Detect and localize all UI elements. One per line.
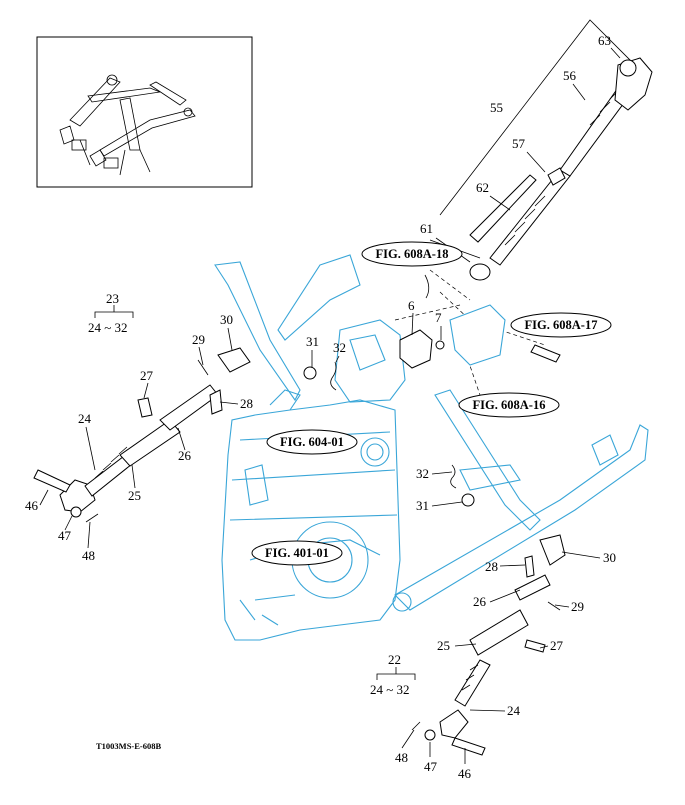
callout-leaders <box>39 47 621 764</box>
drawing-code: T1003MS-E-608B <box>96 741 162 751</box>
callout-22-range: 24 ~ 32 <box>370 682 410 697</box>
fig-608a-16-bubble <box>458 392 560 418</box>
fig-604-01-bubble <box>266 429 358 455</box>
callout-6: 6 <box>408 298 415 313</box>
callout-26-left: 26 <box>178 448 192 463</box>
fig-608a-18-bubble <box>361 241 463 267</box>
callout-48-left: 48 <box>82 548 95 563</box>
fig-608a-18-label[interactable]: FIG. 608A-18 <box>376 247 449 261</box>
callout-labels: 63 56 55 57 62 61 6 7 23 24 ~ 32 29 30 3… <box>25 33 616 781</box>
callout-61: 61 <box>420 221 433 236</box>
callout-26-right: 26 <box>473 594 487 609</box>
fig-401-01-bubble <box>251 540 343 566</box>
figure-references: FIG. 608A-18 FIG. 608A-17 FIG. 608A-16 F… <box>251 241 612 566</box>
callout-29-left: 29 <box>192 332 205 347</box>
callout-27-left: 27 <box>140 368 154 383</box>
callout-63: 63 <box>598 33 611 48</box>
group-brackets <box>94 305 416 680</box>
callout-31-right: 31 <box>416 498 429 513</box>
callout-30-right: 30 <box>603 550 616 565</box>
fig-608a-17-label[interactable]: FIG. 608A-17 <box>525 318 598 332</box>
callout-29-right: 29 <box>571 599 584 614</box>
left-check-chain-parts <box>33 347 337 523</box>
fig-401-01-label[interactable]: FIG. 401-01 <box>265 546 329 560</box>
fig-608a-16-label[interactable]: FIG. 608A-16 <box>473 398 546 412</box>
callout-46-right: 46 <box>458 766 472 781</box>
callout-28-left: 28 <box>240 396 253 411</box>
callout-22: 22 <box>388 652 401 667</box>
callout-55: 55 <box>490 100 503 115</box>
callout-48-right: 48 <box>395 750 408 765</box>
callout-62: 62 <box>476 180 489 195</box>
callout-47-right: 47 <box>424 759 438 774</box>
callout-25-right: 25 <box>437 638 450 653</box>
callout-32-left: 32 <box>333 340 346 355</box>
callout-32-right: 32 <box>416 466 429 481</box>
callout-24-left: 24 <box>78 411 92 426</box>
callout-24-right: 24 <box>507 703 521 718</box>
inset-linkage-drawing <box>59 74 196 176</box>
callout-56: 56 <box>563 68 577 83</box>
callout-31-left: 31 <box>306 334 319 349</box>
callout-23-range: 24 ~ 32 <box>88 320 128 335</box>
callout-25-left: 25 <box>128 488 141 503</box>
callout-28-right: 28 <box>485 559 498 574</box>
hitch-bracket-parts <box>399 274 561 369</box>
callout-27-right: 27 <box>550 638 564 653</box>
inset-overview <box>36 36 253 188</box>
callout-23: 23 <box>106 291 119 306</box>
right-check-chain-parts <box>411 464 566 756</box>
fig-604-01-label[interactable]: FIG. 604-01 <box>280 435 344 449</box>
fig-608a-17-bubble <box>510 312 612 338</box>
callout-57: 57 <box>512 136 526 151</box>
callout-7: 7 <box>435 310 442 325</box>
top-link-assembly <box>439 19 653 281</box>
callout-46-left: 46 <box>25 498 39 513</box>
callout-47-left: 47 <box>58 528 72 543</box>
callout-30-left: 30 <box>220 312 233 327</box>
